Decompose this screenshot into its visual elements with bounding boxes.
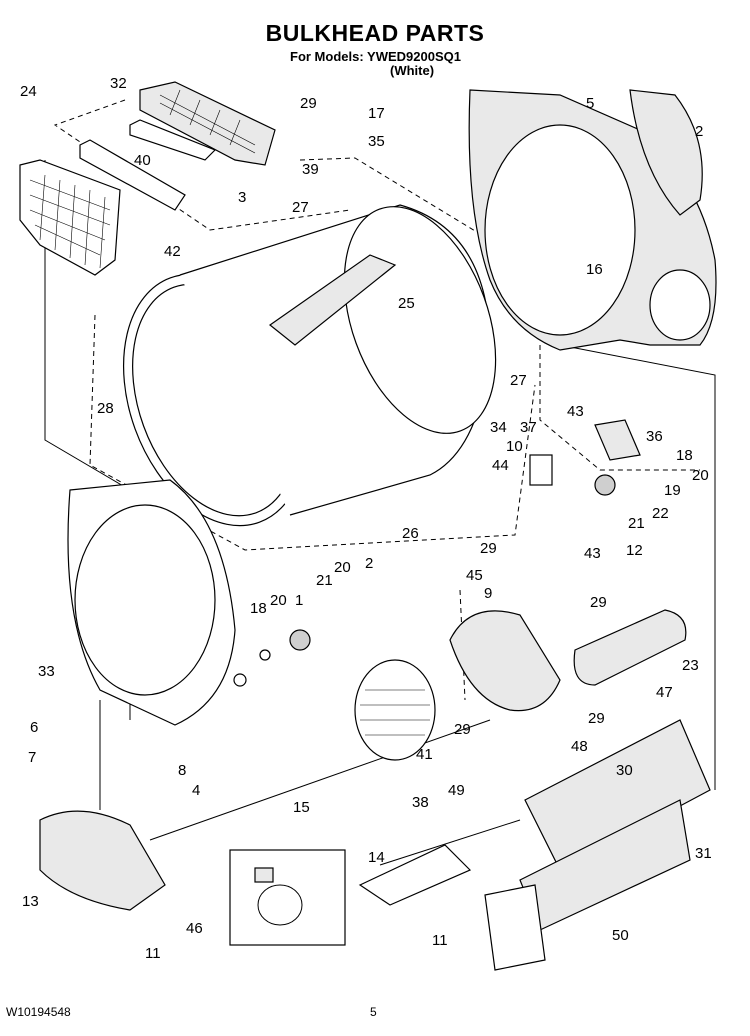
document-number: W10194548 — [6, 1005, 71, 1019]
callout-label: 40 — [134, 152, 151, 169]
callout-label: 24 — [20, 83, 37, 100]
callout-label: 29 — [300, 95, 317, 112]
callout-label: 46 — [186, 920, 203, 937]
callout-label: 29 — [588, 710, 605, 727]
part-lint-screen — [19, 159, 121, 276]
part-drum — [122, 204, 497, 527]
callout-label: 6 — [30, 719, 38, 736]
callout-label: 35 — [368, 133, 385, 150]
part-kit-box — [229, 849, 346, 946]
part-lower-duct — [39, 810, 166, 911]
callout-label: 29 — [590, 594, 607, 611]
callout-label: 21 — [628, 515, 645, 532]
callout-label: 30 — [616, 762, 633, 779]
callout-label: 9 — [484, 585, 492, 602]
page-title: BULKHEAD PARTS — [265, 20, 485, 46]
callout-label: 41 — [416, 746, 433, 763]
callout-label: 49 — [448, 782, 465, 799]
callout-label: 36 — [646, 428, 663, 445]
callout-label: 25 — [398, 295, 415, 312]
callout-label: 19 — [664, 482, 681, 499]
callout-label: 47 — [656, 684, 673, 701]
callout-label: 18 — [676, 447, 693, 464]
callout-label: 13 — [22, 893, 39, 910]
callout-label: 42 — [164, 243, 181, 260]
callout-label: 16 — [586, 261, 603, 278]
callout-label: 28 — [97, 400, 114, 417]
callout-label: 4 — [192, 782, 200, 799]
part-blower-wheel — [354, 659, 436, 761]
callout-label: 23 — [682, 657, 699, 674]
callout-label: 34 — [490, 419, 507, 436]
callout-label: 43 — [567, 403, 584, 420]
callout-label: 38 — [412, 794, 429, 811]
callout-label: 17 — [368, 105, 385, 122]
callout-label: 21 — [316, 572, 333, 589]
callout-label: 22 — [652, 505, 669, 522]
callout-label: 10 — [506, 438, 523, 455]
callout-label: 20 — [692, 467, 709, 484]
callout-label: 45 — [466, 567, 483, 584]
callout-label: 26 — [402, 525, 419, 542]
callout-label: 2 — [365, 555, 373, 572]
part-base-duct — [519, 719, 711, 931]
callout-label: 12 — [626, 542, 643, 559]
callout-label: 29 — [480, 540, 497, 557]
callout-label: 48 — [571, 738, 588, 755]
callout-label: 20 — [334, 559, 351, 576]
callout-label: 43 — [584, 545, 601, 562]
callout-label: 50 — [612, 927, 629, 944]
callout-label: 11 — [432, 932, 448, 949]
callout-label: 44 — [492, 457, 509, 474]
part-harness-bracket — [358, 844, 546, 971]
callout-label: 39 — [302, 161, 319, 178]
callout-label: 31 — [695, 845, 712, 862]
callout-label: 33 — [38, 663, 55, 680]
callout-label: 18 — [250, 600, 267, 617]
callout-label: 29 — [454, 721, 471, 738]
callout-label: 3 — [238, 189, 246, 206]
callout-label: 11 — [145, 945, 161, 962]
callout-label: 8 — [178, 762, 186, 779]
callout-label: 5 — [586, 95, 594, 112]
callout-label: 32 — [110, 75, 127, 92]
callout-label: 27 — [510, 372, 527, 389]
callout-label: 27 — [292, 199, 309, 216]
callout-label: 15 — [293, 799, 310, 816]
callout-label: 37 — [520, 419, 537, 436]
part-front-rollers — [233, 629, 311, 687]
callout-labels: 1 2 2 3 4 5 6 7 8 9 10 11 11 12 13 14 15… — [20, 75, 712, 962]
callout-label: 14 — [368, 849, 385, 866]
part-lint-screen-housing — [139, 81, 276, 166]
callout-label: 7 — [28, 749, 36, 766]
part-idler-assembly — [529, 419, 641, 496]
part-blower-housing — [449, 610, 561, 712]
callout-label: 20 — [270, 592, 287, 609]
part-lint-screen-guides — [79, 119, 217, 211]
part-heater-element — [573, 609, 687, 686]
color-line: (White) — [390, 63, 435, 78]
callout-label: 1 — [295, 592, 303, 609]
page-number: 5 — [370, 1005, 377, 1019]
models-line: For Models: YWED9200SQ1 — [290, 49, 461, 64]
callout-label: 2 — [695, 123, 703, 140]
part-front-bulkhead — [67, 479, 236, 726]
part-heater-shield — [629, 89, 703, 216]
